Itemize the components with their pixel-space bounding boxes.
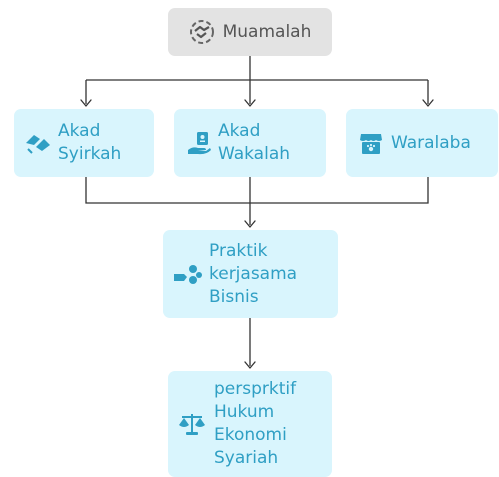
node-label-perspektif: persprktif Hukum Ekonomi Syariah bbox=[214, 379, 297, 468]
node-label-praktik: Praktik kerjasama Bisnis bbox=[209, 240, 298, 307]
franchise-store-icon bbox=[359, 131, 383, 155]
arrowhead-waralaba bbox=[422, 99, 434, 107]
node-waralaba: Waralaba bbox=[346, 109, 498, 177]
node-label-waralaba: Waralaba bbox=[391, 132, 471, 153]
cooperation-icon bbox=[173, 262, 203, 286]
arrowhead-syirkah bbox=[80, 99, 92, 107]
node-akad-wakalah: Akad Wakalah bbox=[174, 109, 326, 177]
node-label-wakalah: Akad Wakalah bbox=[218, 121, 291, 164]
arrowhead-hukum bbox=[244, 361, 256, 369]
node-akad-syirkah: Akad Syirkah bbox=[14, 109, 154, 177]
root-node-muamalah: Muamalah bbox=[168, 8, 332, 56]
connector-root-to-level1 bbox=[85, 56, 429, 104]
balance-scale-icon bbox=[178, 411, 206, 437]
node-label-syirkah: Akad Syirkah bbox=[58, 121, 122, 164]
handshake-icon bbox=[24, 131, 52, 155]
handshake-icon bbox=[189, 19, 215, 45]
arrowhead-praktik bbox=[244, 220, 256, 228]
node-praktik-kerjasama: Praktik kerjasama Bisnis bbox=[163, 230, 338, 318]
node-perspektif-hukum: persprktif Hukum Ekonomi Syariah bbox=[168, 371, 332, 477]
root-label: Muamalah bbox=[222, 21, 312, 42]
connector-level1-to-practice bbox=[85, 177, 429, 225]
arrowhead-wakalah bbox=[244, 99, 256, 107]
agent-hand-icon bbox=[186, 130, 212, 156]
